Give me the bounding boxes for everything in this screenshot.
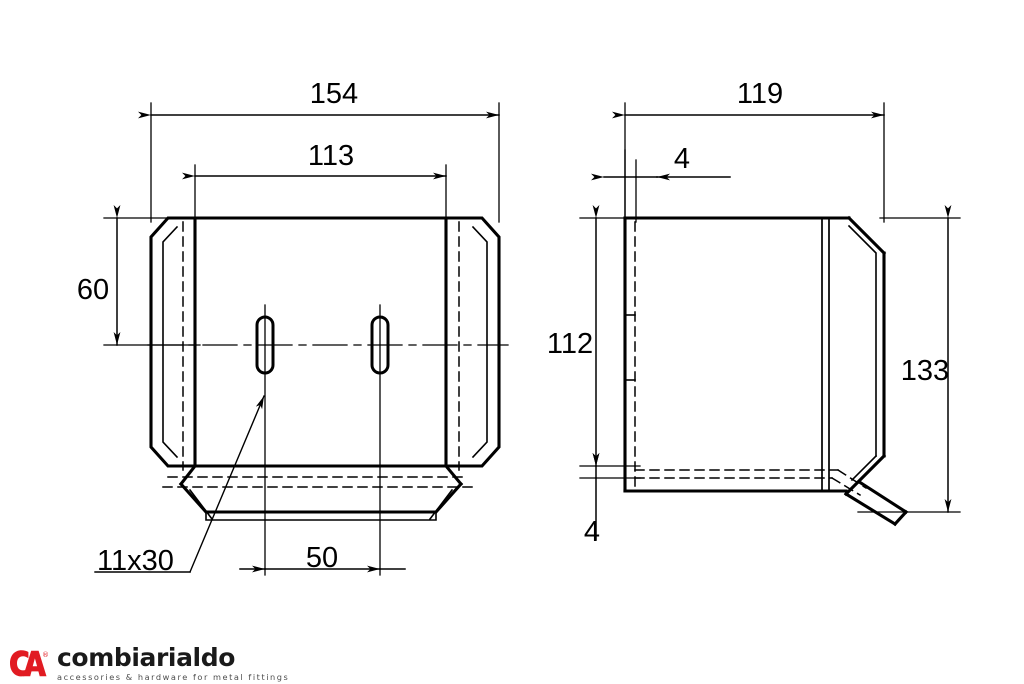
dim-113-extension-lines [194,164,447,223]
side-view-inner-wall-lines [821,217,830,492]
logo-company-name: combiarialdo [57,643,235,672]
company-logo: ® combiarialdo accessories & hardware fo… [8,645,289,681]
logo-text-block: combiarialdo accessories & hardware for … [57,645,289,681]
dim-label-slot-callout: 11x30 [97,545,174,577]
side-view-bent-tab [843,480,909,527]
front-view-bottom-hidden-lines [162,476,475,488]
dim-label-154: 154 [310,78,358,110]
dim-label-133: 133 [901,355,949,387]
dim-154-extension-lines [150,102,500,223]
front-view-bend-lines [193,216,448,468]
dim-112-extension-lines [579,217,641,467]
svg-text:®: ® [42,651,48,659]
dim-label-119: 119 [737,78,783,110]
dim-119-extension-lines [624,102,885,223]
front-view-slot-centerlines [264,304,381,576]
dim-label-4-bottom: 4 [584,516,600,548]
side-view-notch-ticks [624,314,636,381]
dim-label-60: 60 [77,274,109,306]
front-view-bottom-flange [178,463,464,514]
dim-label-50: 50 [306,542,338,574]
side-view-inner-thickness-lines [847,224,878,482]
slot-left [255,315,275,375]
front-view-bottom-flange-inner [188,488,454,521]
front-view-outer-outline [149,216,501,468]
dim-label-113: 113 [308,140,354,172]
dim-label-4-top: 4 [674,143,690,175]
front-view-flange-inner-lines [162,225,488,459]
slot-right [370,315,390,375]
dim-label-112: 112 [547,328,593,360]
slot-callout-leader [94,395,265,573]
front-view-hidden-lines [182,221,460,471]
side-view-hidden-bottom-lines [634,468,868,497]
side-view-outline [623,215,887,497]
dim-4-top-extension-lines [624,149,637,223]
logo-tagline: accessories & hardware for metal fitting… [57,672,290,682]
ca-logo-icon: ® [8,648,49,679]
